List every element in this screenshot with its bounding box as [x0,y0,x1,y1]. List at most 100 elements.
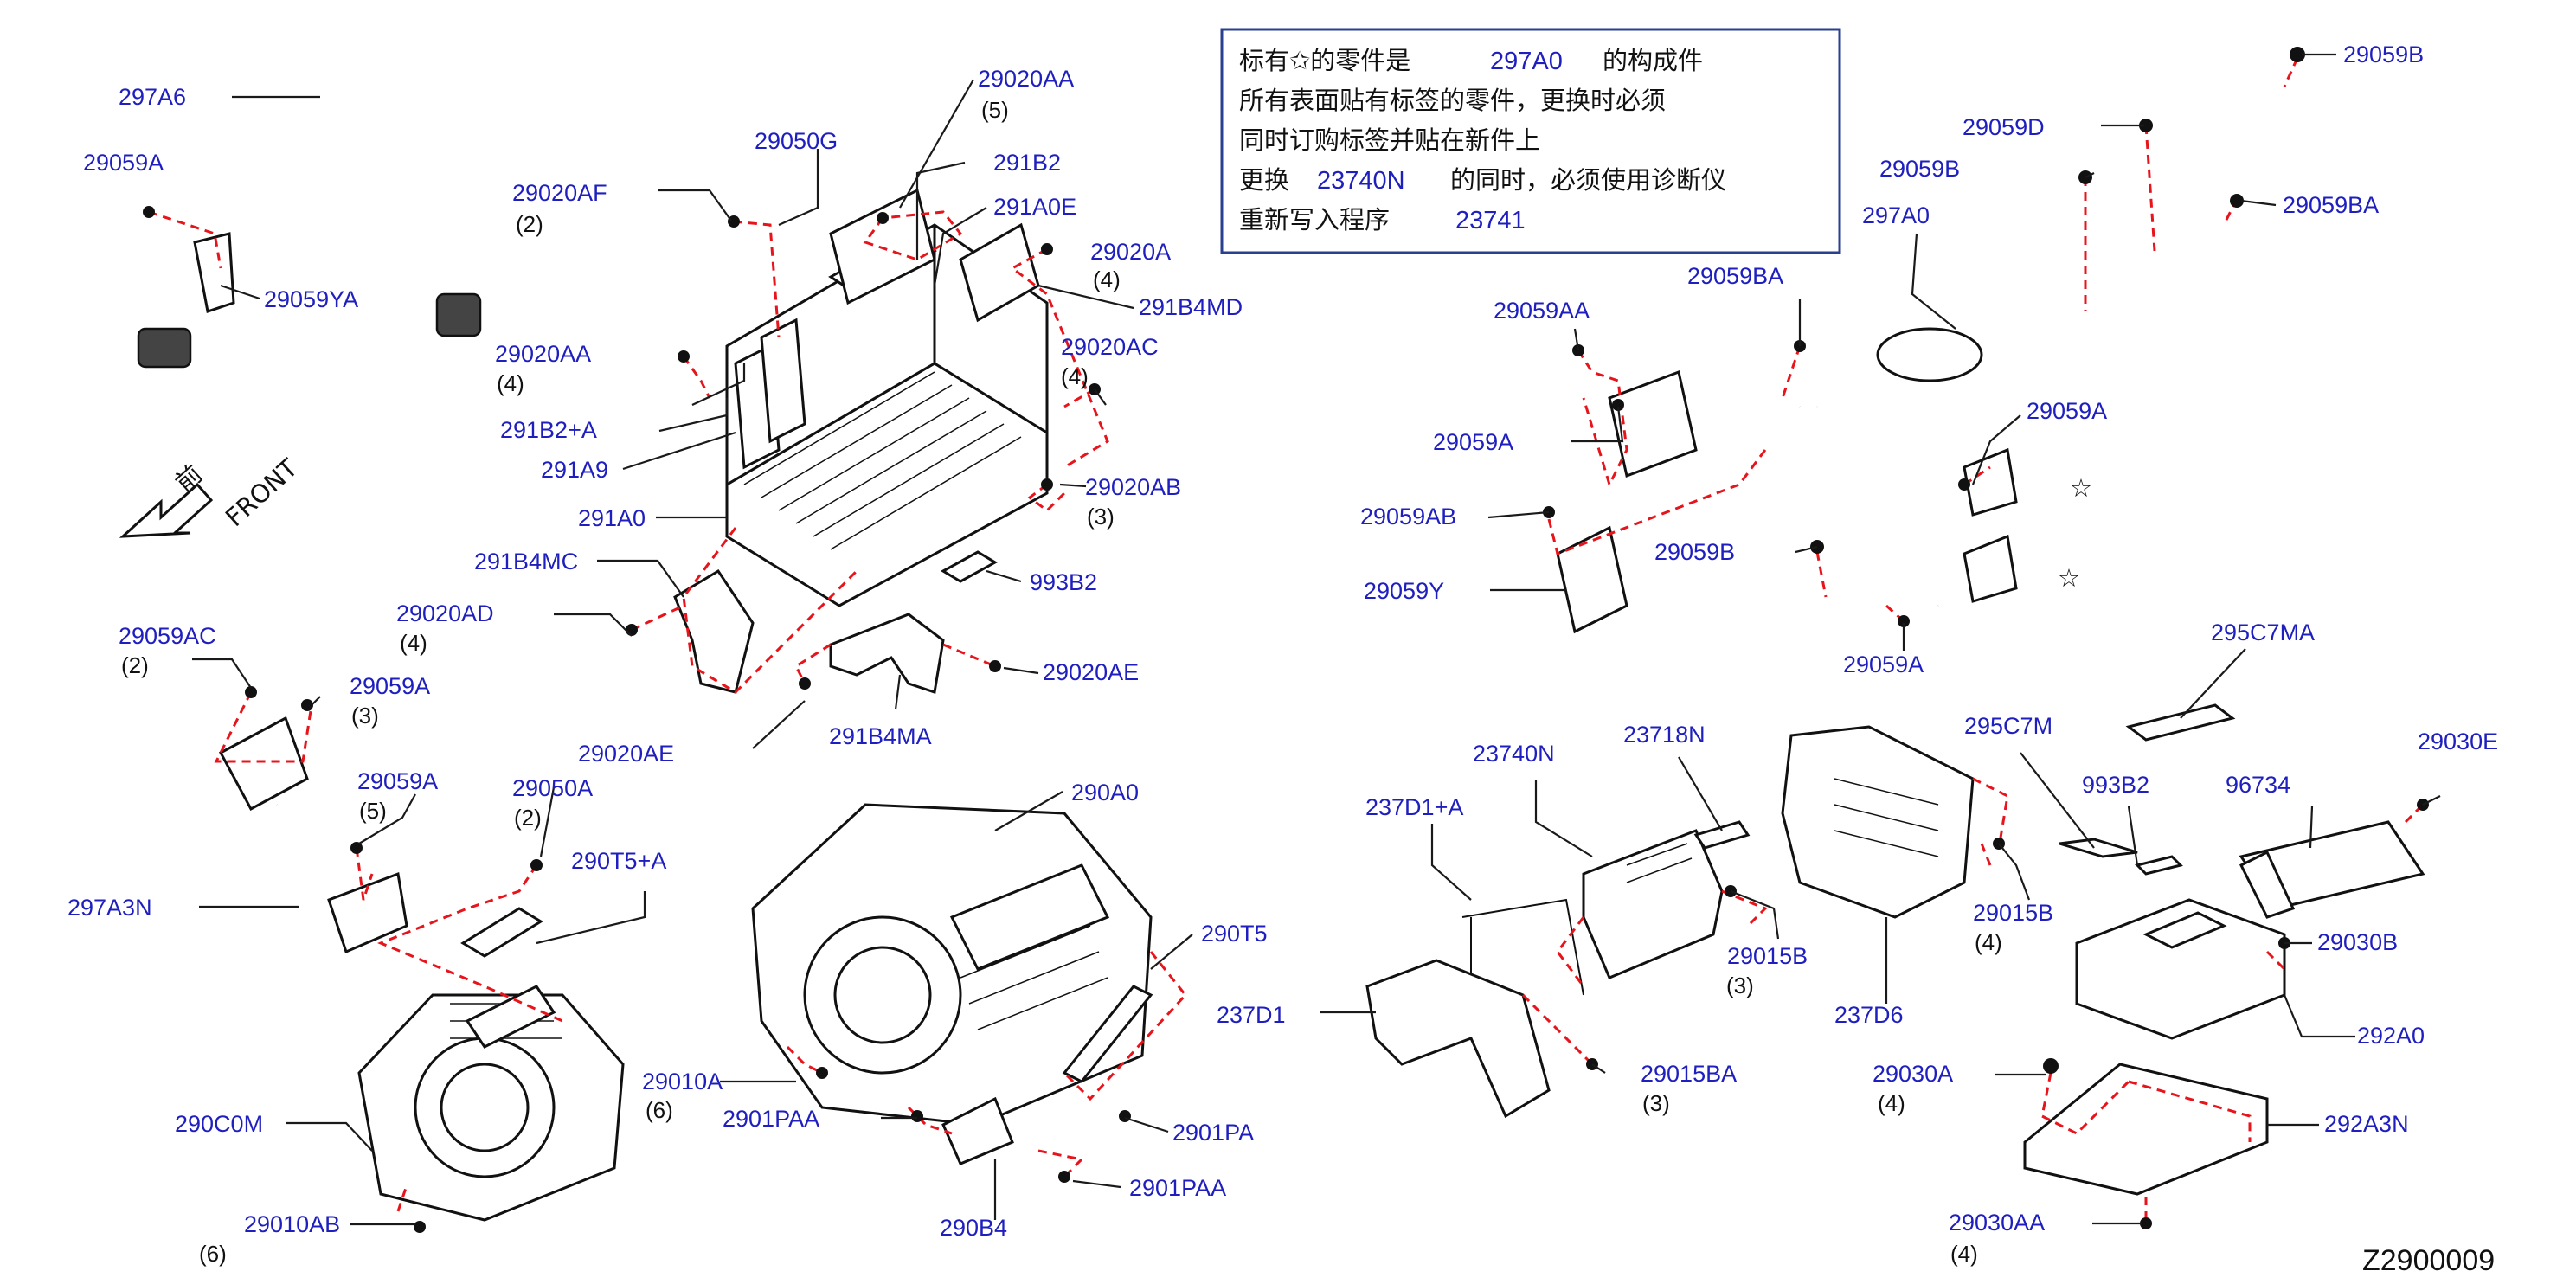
part-label-29059YA[interactable]: 29059YA [264,286,358,312]
part-label-290C0M[interactable]: 290C0M [175,1111,263,1137]
part-label-2901PA[interactable]: 2901PA [1172,1120,1254,1146]
note-line-4-ref[interactable]: 23740N [1317,167,1405,195]
part-label-2901PAA[interactable]: 2901PAA [723,1106,819,1132]
part-label-237D6[interactable]: 237D6 [1834,1002,1904,1028]
part-label-29010A[interactable]: 29010A [642,1069,723,1095]
part-label-993B2-2[interactable]: 993B2 [2082,772,2149,798]
qty-29050A: (2) [514,805,542,831]
part-label-295C7MA[interactable]: 295C7MA [2211,620,2315,645]
bracket-290B4-drawing [941,1096,1014,1165]
part-label-23718N[interactable]: 23718N [1623,722,1706,748]
part-label-29020AE[interactable]: 29020AE [1043,659,1139,685]
part-label-29020AD[interactable]: 29020AD [396,600,494,626]
part-label-29059BA[interactable]: 29059BA [2283,192,2379,218]
front-arrow-icon [119,482,214,538]
part-label-291B4MD[interactable]: 291B4MD [1139,294,1243,320]
label-993B2-top-drawing [940,550,999,583]
diagram-id: Z2900009 [2362,1244,2495,1277]
part-label-29059A-4[interactable]: 29059A [2027,398,2107,424]
label-295C7M-drawing [2059,838,2138,858]
part-label-29050G[interactable]: 29050G [755,128,838,154]
part-label-29015B[interactable]: 29015B [1727,943,1808,969]
part-label-29015B-2[interactable]: 29015B [1973,900,2053,926]
part-label-291A9[interactable]: 291A9 [541,457,608,483]
part-label-237D1A[interactable]: 237D1+A [1365,794,1463,820]
part-label-2901PAA-2[interactable]: 2901PAA [1129,1175,1226,1201]
part-label-291B2[interactable]: 291B2 [993,150,1061,176]
part-label-290A0[interactable]: 290A0 [1071,780,1139,806]
part-label-29020A[interactable]: 29020A [1090,239,1171,265]
part-label-29059B-2[interactable]: 29059B [1879,156,1960,182]
part-label-29059Y[interactable]: 29059Y [1364,578,1444,604]
part-labels: 297A6 29059A 29059YA 29050G 29020AA (5) … [67,42,2498,1267]
part-label-292A3N[interactable]: 292A3N [2324,1111,2409,1137]
note-line-1-post: 的构成件 [1603,46,1703,75]
part-label-23740N[interactable]: 23740N [1473,741,1555,767]
part-label-290T5A[interactable]: 290T5+A [571,848,666,874]
part-label-29050A[interactable]: 29050A [512,775,593,801]
part-label-29020AB[interactable]: 29020AB [1085,474,1181,500]
part-label-29059A-5[interactable]: 29059A [1433,429,1513,455]
assembly-dashed-lines [148,57,2425,1220]
harness-297A3N-drawing [218,716,408,954]
part-label-29020AE-2[interactable]: 29020AE [578,741,674,767]
part-label-993B2[interactable]: 993B2 [1030,569,1097,595]
part-label-29010AB[interactable]: 29010AB [244,1211,340,1237]
note-line-5-ref[interactable]: 23741 [1455,207,1526,234]
part-label-29020AC[interactable]: 29020AC [1061,334,1159,360]
part-label-29059B[interactable]: 29059B [2343,42,2424,67]
part-label-29059AC[interactable]: 29059AC [119,623,216,649]
harness-297A0-drawing [1556,82,2290,634]
part-label-292A0[interactable]: 292A0 [2357,1023,2425,1049]
part-label-29020AA-2[interactable]: 29020AA [495,341,591,367]
part-label-29059A-2[interactable]: 29059A [350,673,430,699]
part-label-29059A-6[interactable]: 29059A [1843,652,1924,677]
duct-96734-drawing [2239,820,2425,919]
qty-29020AC: (4) [1061,363,1089,389]
part-label-297A6[interactable]: 297A6 [119,84,186,110]
qty-29059A-3: (5) [359,798,387,824]
part-label-29059AA[interactable]: 29059AA [1494,298,1590,324]
part-label-29030AA[interactable]: 29030AA [1949,1210,2045,1236]
label-23718N-drawing [1693,820,1751,850]
qty-29059A-2: (3) [351,703,379,729]
part-label-297A3N[interactable]: 297A3N [67,895,152,921]
part-label-29059A-3[interactable]: 29059A [357,768,438,794]
part-label-29030A[interactable]: 29030A [1873,1061,1953,1087]
part-label-29020AA[interactable]: 29020AA [978,66,1074,92]
qty-29020AA: (5) [981,97,1009,123]
part-label-290T5[interactable]: 290T5 [1201,921,1268,947]
part-label-29015BA[interactable]: 29015BA [1641,1061,1737,1087]
part-label-29059A[interactable]: 29059A [83,150,164,176]
qty-29030A: (4) [1878,1090,1905,1116]
part-label-29059BA-2[interactable]: 29059BA [1687,263,1783,289]
part-label-291A0E[interactable]: 291A0E [993,194,1076,220]
part-label-29030B[interactable]: 29030B [2317,929,2398,955]
part-label-291A0[interactable]: 291A0 [578,505,646,531]
part-label-291B4MC[interactable]: 291B4MC [474,549,578,575]
bracket-237D1-drawing [1365,959,1551,1119]
part-label-29030E[interactable]: 29030E [2418,729,2498,754]
qty-29059AC: (2) [121,652,149,678]
part-label-96734[interactable]: 96734 [2226,772,2290,798]
gasket-290T5A-drawing [460,907,543,958]
part-label-291B2A[interactable]: 291B2+A [500,417,597,443]
note-line-4-pre: 更换 [1239,165,1289,195]
transaxle-290A0-drawing [751,803,1153,1127]
part-label-290B4[interactable]: 290B4 [940,1215,1007,1241]
note-line-5-pre: 重新写入程序 [1239,205,1390,234]
part-label-29059B-3[interactable]: 29059B [1654,539,1735,565]
qty-29010A: (6) [646,1097,673,1123]
part-label-29059AB[interactable]: 29059AB [1360,504,1456,530]
note-line-1-ref[interactable]: 297A0 [1490,48,1563,75]
part-label-29059D[interactable]: 29059D [1963,114,2045,140]
star-icon: ☆ [2058,563,2080,593]
part-label-291B4MA[interactable]: 291B4MA [829,723,932,749]
part-label-29020AF[interactable]: 29020AF [512,180,607,206]
part-label-297A0[interactable]: 297A0 [1862,202,1930,228]
qty-29020AF: (2) [516,211,543,237]
part-label-295C7M[interactable]: 295C7M [1964,713,2052,739]
label-993B2-right-drawing [2135,855,2183,876]
part-label-237D1[interactable]: 237D1 [1217,1002,1286,1028]
front-marker: 前 FRONT [119,453,304,538]
